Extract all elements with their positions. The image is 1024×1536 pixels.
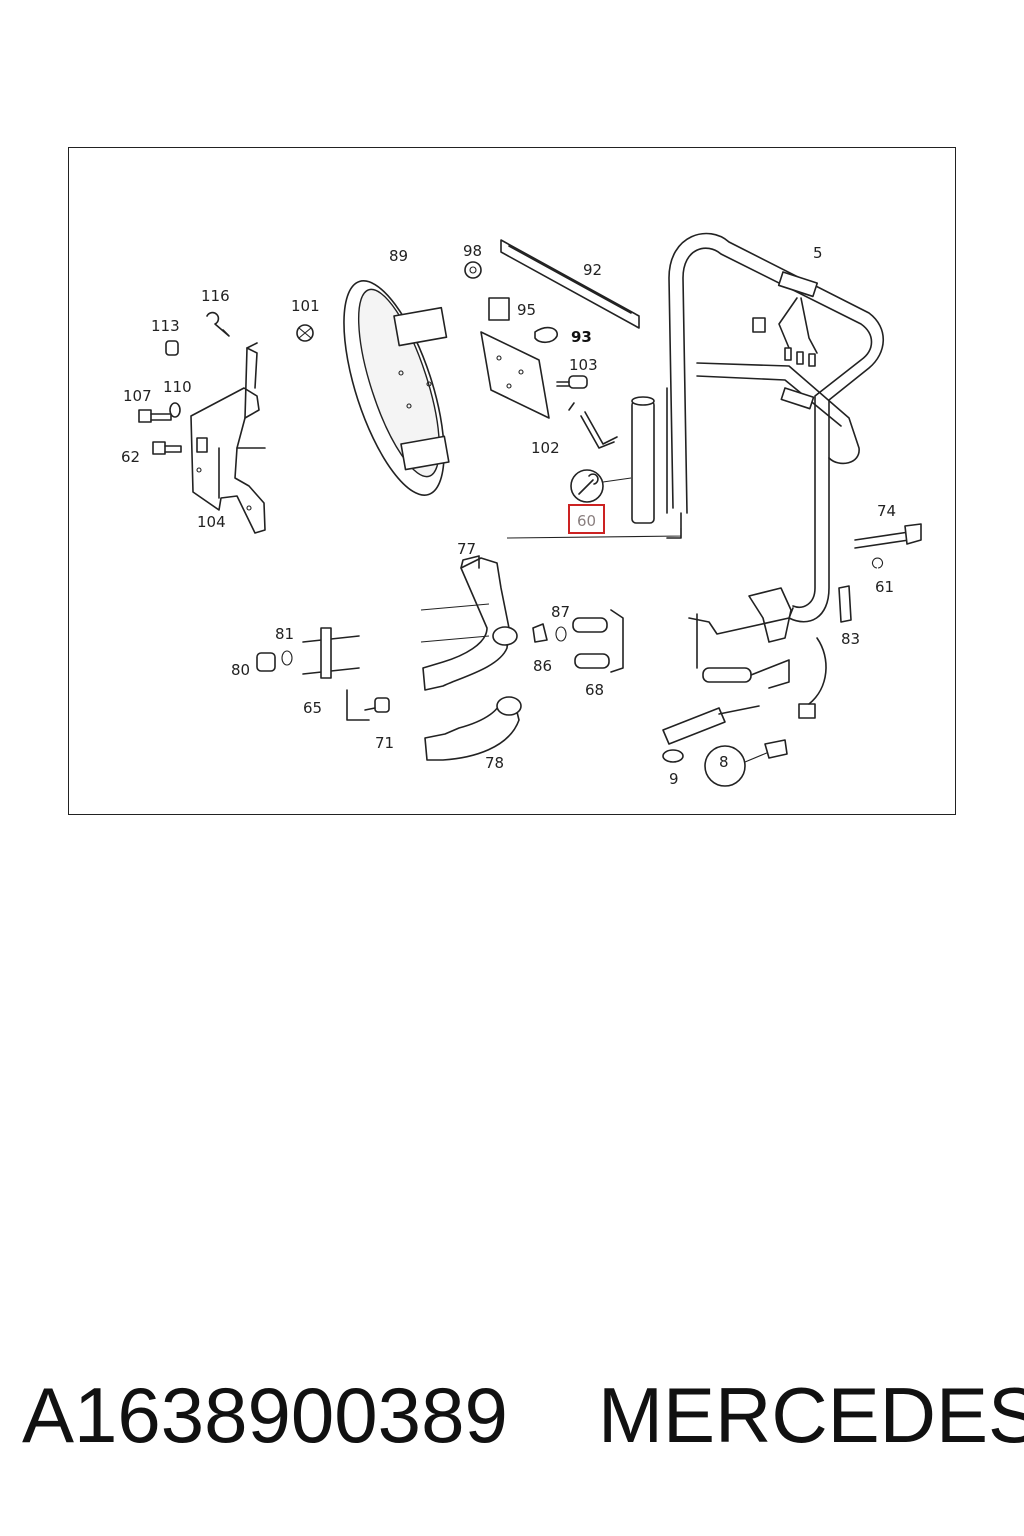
long-bolt-part xyxy=(838,523,922,623)
callout-62: 62 xyxy=(121,448,140,466)
callout-61: 61 xyxy=(875,578,894,596)
gas-strut-part xyxy=(662,705,788,787)
callout-78: 78 xyxy=(485,754,504,772)
callout-101: 101 xyxy=(291,297,320,315)
callout-68: 68 xyxy=(585,681,604,699)
callout-60[interactable]: 60 xyxy=(577,512,596,530)
callout-9: 9 xyxy=(669,770,679,788)
exploded-parts-diagram: 5 8 9 60 61 62 65 68 71 74 77 78 80 81 8… xyxy=(121,232,922,788)
spare-wheel-part xyxy=(343,280,450,496)
callout-116: 116 xyxy=(201,287,230,305)
callout-95: 95 xyxy=(517,301,536,319)
guide-rail-part xyxy=(464,239,640,411)
callout-65: 65 xyxy=(303,699,322,717)
callout-71: 71 xyxy=(375,734,394,752)
carrier-arm-upper-part xyxy=(420,555,518,691)
bolt-parts-left xyxy=(138,311,314,455)
parts-diagram-frame: 5 8 9 60 61 62 65 68 71 74 77 78 80 81 8… xyxy=(68,147,956,815)
callout-113: 113 xyxy=(151,317,180,335)
hinge-assembly-part xyxy=(688,587,827,719)
support-post-part xyxy=(631,387,682,539)
wrench-tool-part xyxy=(570,411,632,503)
bolt-set-part xyxy=(256,609,624,721)
callout-5: 5 xyxy=(813,244,823,262)
callout-77: 77 xyxy=(457,540,476,558)
callout-83: 83 xyxy=(841,630,860,648)
carrier-arm-lower-part xyxy=(424,528,682,761)
callout-8: 8 xyxy=(719,753,729,771)
part-number: A1638900389 xyxy=(22,1371,508,1459)
callout-89: 89 xyxy=(389,247,408,265)
callout-92: 92 xyxy=(583,261,602,279)
callout-87: 87 xyxy=(551,603,570,621)
callout-102: 102 xyxy=(531,439,560,457)
callout-110: 110 xyxy=(163,378,192,396)
part-caption: A1638900389 MERCEDES xyxy=(22,1370,1024,1470)
callout-107: 107 xyxy=(123,387,152,405)
tubular-frame-part xyxy=(668,232,884,623)
callout-81: 81 xyxy=(275,625,294,643)
callout-80: 80 xyxy=(231,661,250,679)
mounting-bracket-part xyxy=(190,342,266,534)
highlight-box xyxy=(568,504,605,534)
callout-98: 98 xyxy=(463,242,482,260)
callout-104: 104 xyxy=(197,513,226,531)
callout-74: 74 xyxy=(877,502,896,520)
callout-86: 86 xyxy=(533,657,552,675)
callout-103: 103 xyxy=(569,356,598,374)
mounting-plate-part xyxy=(480,331,550,419)
callout-93: 93 xyxy=(571,328,592,346)
brand-name: MERCEDES xyxy=(598,1371,1024,1459)
